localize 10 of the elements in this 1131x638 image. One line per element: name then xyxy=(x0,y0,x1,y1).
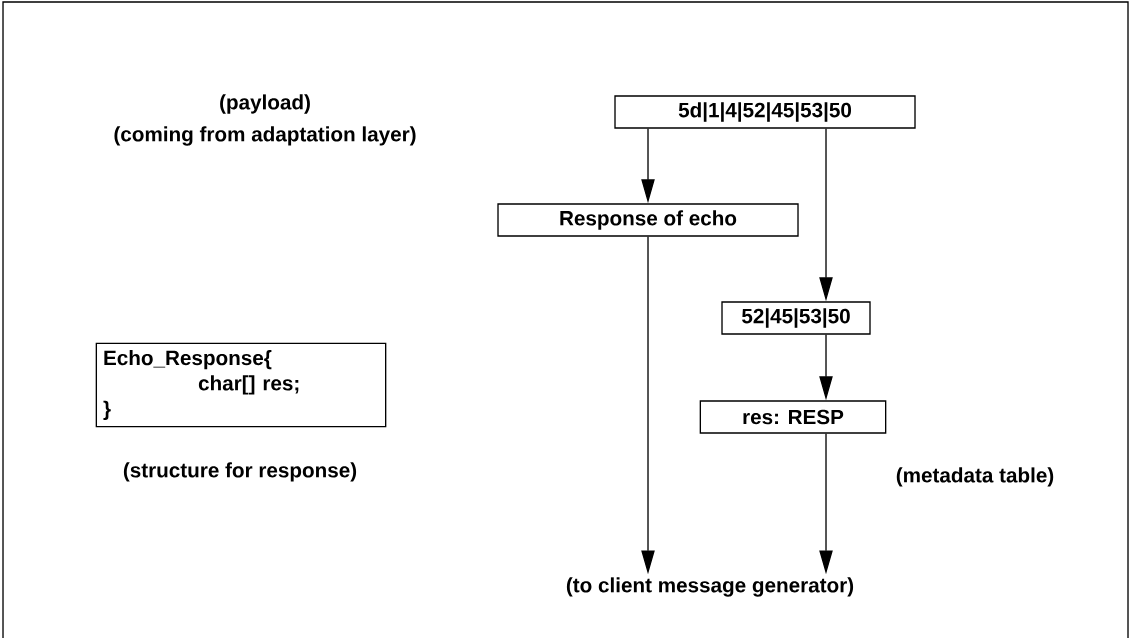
code-box: Echo_Response{ char[] res; } xyxy=(95,342,387,428)
node-label: (metadata table) xyxy=(896,467,1054,487)
text-label: (coming from adaptation layer) xyxy=(114,126,416,146)
text-label: (payload) xyxy=(220,94,310,114)
process-box: Response of echo xyxy=(497,203,799,237)
process-box: 52|45|53|50 xyxy=(721,301,871,335)
text-label: (to client message generator) xyxy=(566,577,854,597)
process-box: 5d|1|4|52|45|53|50 xyxy=(614,95,916,129)
process-box: res: RESP xyxy=(699,400,887,434)
node-label: (structure for response) xyxy=(123,462,357,482)
